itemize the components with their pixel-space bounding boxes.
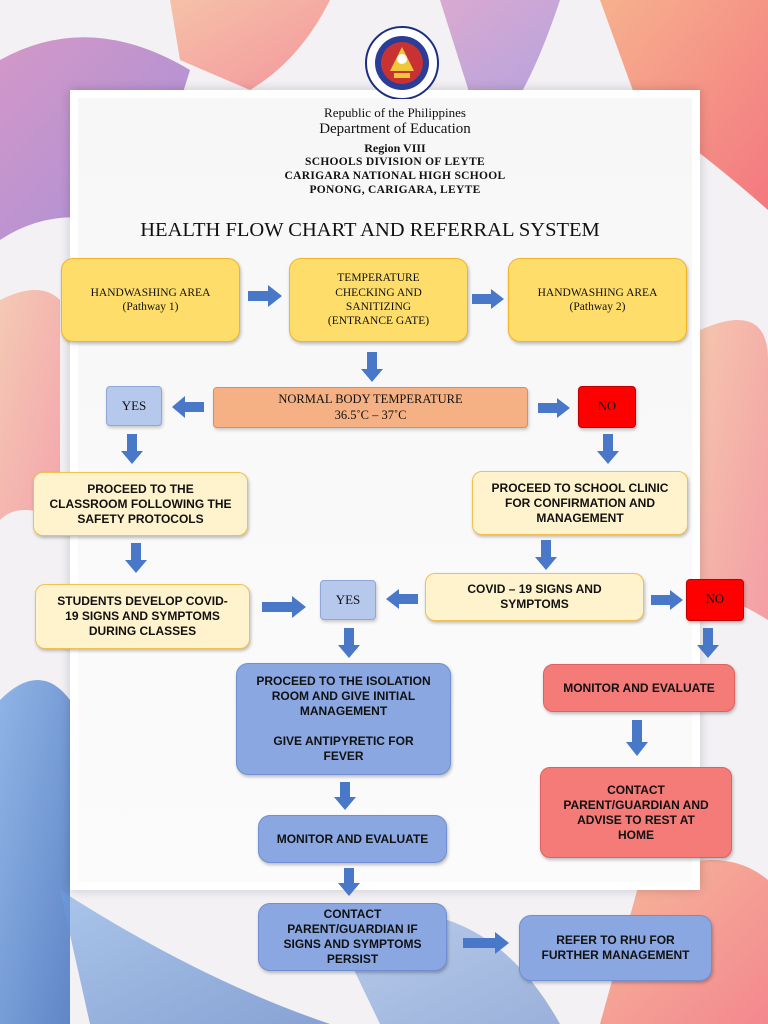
arrow-down-icon: [334, 782, 356, 810]
header-department: Department of Education: [319, 121, 471, 137]
arrow-right-icon: [248, 285, 282, 307]
handwashing-pathway-2-node: HANDWASHING AREA (Pathway 2): [508, 258, 687, 342]
arrow-down-icon: [697, 628, 719, 658]
proceed-clinic-node: PROCEED TO SCHOOL CLINIC FOR CONFIRMATIO…: [472, 471, 688, 535]
arrow-down-icon: [338, 868, 360, 896]
arrow-down-icon: [626, 720, 648, 756]
monitor-evaluate-left-node: MONITOR AND EVALUATE: [258, 815, 447, 863]
arrow-down-icon: [338, 628, 360, 658]
arrow-down-icon: [361, 352, 383, 382]
proceed-classroom-node: PROCEED TO THE CLASSROOM FOLLOWING THE S…: [33, 472, 248, 536]
header-address: PONONG, CARIGARA, LEYTE: [309, 184, 481, 196]
arrow-right-icon: [651, 590, 683, 610]
arrow-left-icon: [172, 396, 204, 418]
temperature-check-node: TEMPERATURE CHECKING AND SANITIZING (ENT…: [289, 258, 468, 342]
no-node-1: NO: [578, 386, 636, 428]
header-division: SCHOOLS DIVISION OF LEYTE: [305, 156, 485, 168]
yes-node-1: YES: [106, 386, 162, 426]
arrow-down-icon: [125, 543, 147, 573]
isolation-room-node: PROCEED TO THE ISOLATION ROOM AND GIVE I…: [236, 663, 451, 775]
contact-parent-rest-node: CONTACT PARENT/GUARDIAN AND ADVISE TO RE…: [540, 767, 732, 858]
monitor-evaluate-right-node: MONITOR AND EVALUATE: [543, 664, 735, 712]
arrow-right-icon: [472, 289, 504, 309]
arrow-right-icon: [262, 596, 306, 618]
arrow-left-icon: [386, 589, 418, 609]
students-develop-symptoms-node: STUDENTS DEVELOP COVID- 19 SIGNS AND SYM…: [35, 584, 250, 649]
yes-node-2: YES: [320, 580, 376, 620]
normal-temperature-node: NORMAL BODY TEMPERATURE 36.5˚C – 37˚C: [213, 387, 528, 428]
handwashing-pathway-1-node: HANDWASHING AREA (Pathway 1): [61, 258, 240, 342]
arrow-down-icon: [597, 434, 619, 464]
covid-signs-node: COVID – 19 SIGNS AND SYMPTOMS: [425, 573, 644, 621]
header-republic: Republic of the Philippines: [324, 105, 466, 120]
arrow-down-icon: [121, 434, 143, 464]
refer-rhu-node: REFER TO RHU FOR FURTHER MANAGEMENT: [519, 915, 712, 981]
header-school: CARIGARA NATIONAL HIGH SCHOOL: [284, 170, 506, 182]
page-title: HEALTH FLOW CHART AND REFERRAL SYSTEM: [140, 219, 600, 241]
arrow-down-icon: [535, 540, 557, 570]
arrow-right-icon: [463, 932, 509, 954]
deped-seal-icon: [365, 26, 439, 99]
header-region: Region VIII: [364, 141, 426, 155]
contact-parent-persist-node: CONTACT PARENT/GUARDIAN IF SIGNS AND SYM…: [258, 903, 447, 971]
no-node-2: NO: [686, 579, 744, 621]
arrow-right-icon: [538, 398, 570, 418]
